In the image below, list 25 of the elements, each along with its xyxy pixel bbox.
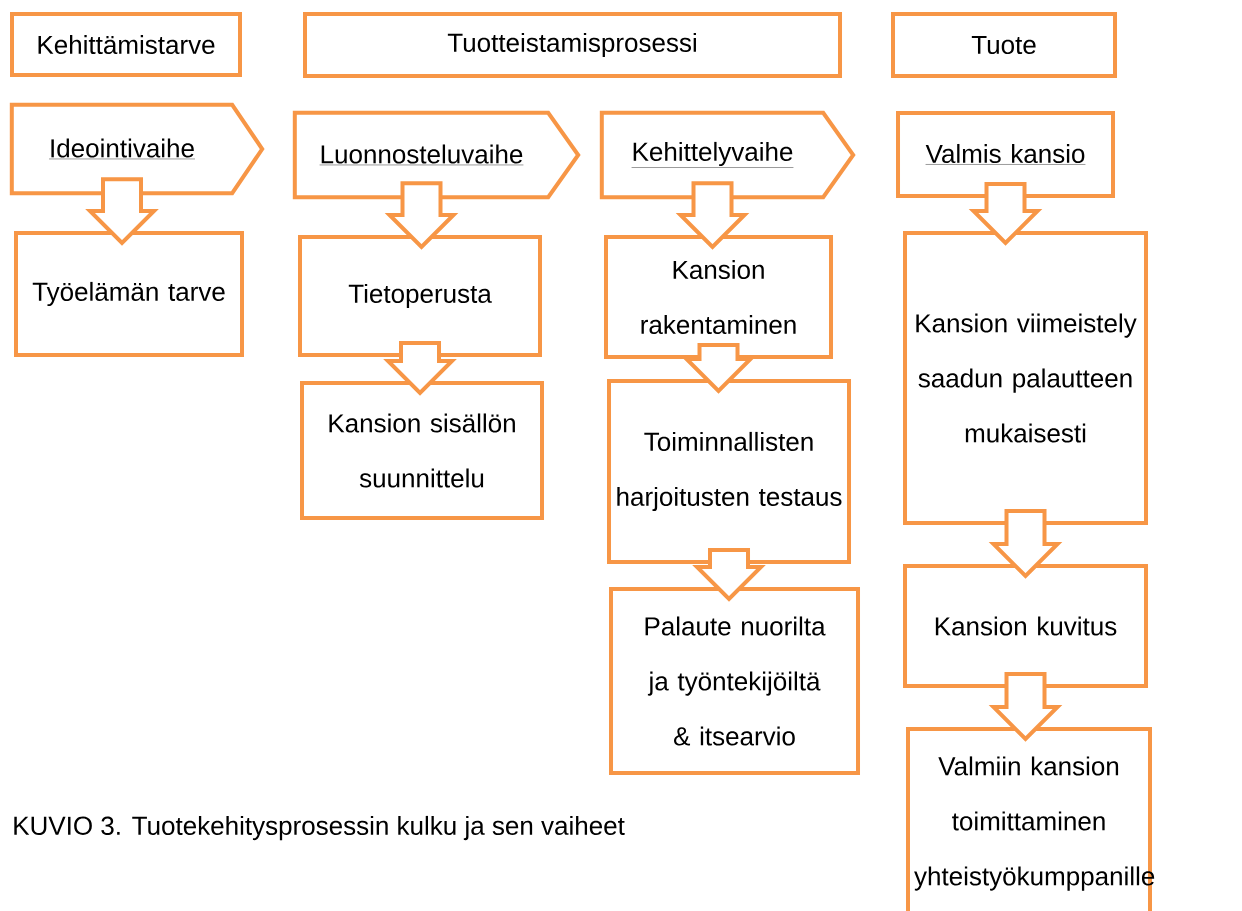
process-box: Tietoperusta — [298, 235, 542, 357]
block-arrow — [988, 509, 1063, 579]
process-box: Kansion kuvitus — [903, 564, 1148, 688]
heading-box: Kehittämistarve — [10, 12, 242, 77]
process-box: Kansion rakentaminen — [604, 235, 833, 359]
block-arrow — [383, 341, 457, 396]
block-arrow — [692, 548, 766, 602]
block-arrow — [675, 181, 750, 250]
block-arrow — [384, 181, 459, 250]
phase-arrow-box: Ideointivaihe — [9, 102, 265, 196]
block-arrow — [988, 672, 1063, 742]
block-arrow — [968, 182, 1043, 246]
process-box: Kansion viimeistely saadun palautteen mukaisesti — [903, 231, 1148, 525]
phase-arrow-box: Kehittelyvaihe — [599, 110, 856, 200]
process-box: Valmis kansio — [896, 111, 1115, 198]
caption: KUVIO 3. Tuotekehitysprosessin kulku ja sen vaiheet — [14, 815, 625, 841]
block-arrow — [681, 343, 756, 394]
phase-arrow-box: Luonnosteluvaihe — [292, 110, 581, 200]
block-arrow — [85, 177, 159, 246]
heading-box: Tuote — [891, 12, 1117, 78]
process-box: Työelämän tarve — [14, 231, 244, 357]
heading-box: Tuotteistamisprosessi — [303, 12, 842, 78]
process-box: Kansion sisällön suunnittelu — [300, 381, 544, 520]
process-box: Toiminnallisten harjoitusten testaus — [607, 379, 851, 564]
process-box: Palaute nuorilta ja työntekijöiltä & itsearvio — [609, 587, 860, 775]
